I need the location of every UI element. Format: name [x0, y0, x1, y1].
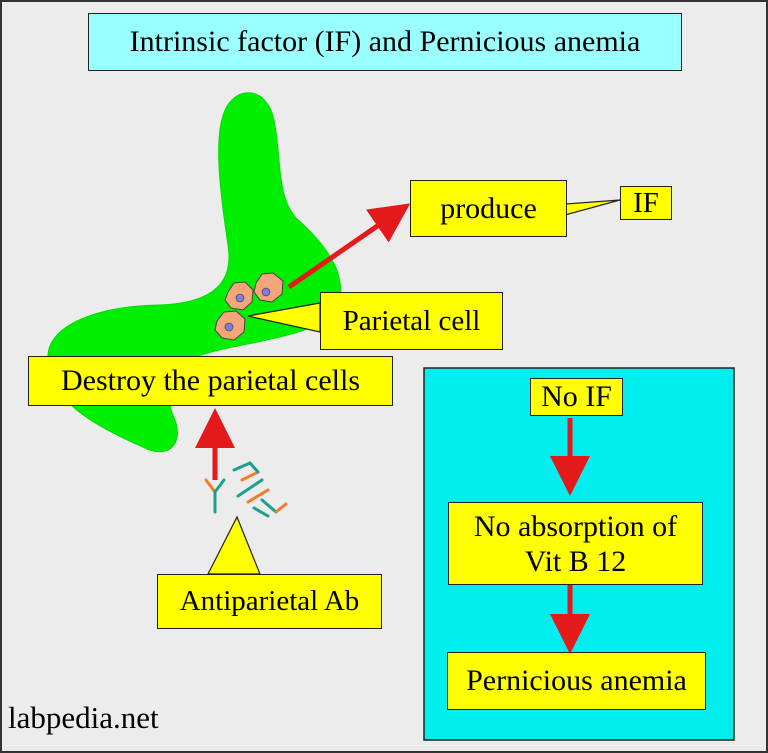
parietal-cell-2 — [253, 272, 284, 303]
parietal-cell-3 — [214, 310, 246, 341]
produce-box: produce — [410, 180, 567, 237]
parietal-cell-label: Parietal cell — [320, 292, 503, 350]
no-absorption-box: No absorption of Vit B 12 — [448, 502, 703, 585]
no-if-box: No IF — [530, 378, 623, 416]
arrow-to-produce — [287, 203, 411, 290]
site-credit: labpedia.net — [8, 700, 159, 735]
antibody-1 — [204, 478, 226, 514]
antibody-3 — [236, 478, 270, 504]
no-absorption-line-2: Vit B 12 — [524, 544, 627, 578]
diagram-title: Intrinsic factor (IF) and Pernicious ane… — [88, 13, 682, 71]
destroy-parietal-cells-box: Destroy the parietal cells — [28, 356, 393, 406]
if-box: IF — [620, 186, 672, 220]
parietal-cell-1 — [224, 281, 254, 311]
no-absorption-line-1: No absorption of — [473, 509, 678, 543]
pernicious-anemia-box: Pernicious anemia — [447, 652, 706, 710]
antiparietal-pointer — [207, 515, 261, 575]
antibody-2 — [232, 461, 260, 482]
produce-to-if-pointer — [564, 199, 621, 216]
antibody-4 — [252, 498, 288, 518]
antiparietal-ab-box: Antiparietal Ab — [157, 574, 382, 629]
